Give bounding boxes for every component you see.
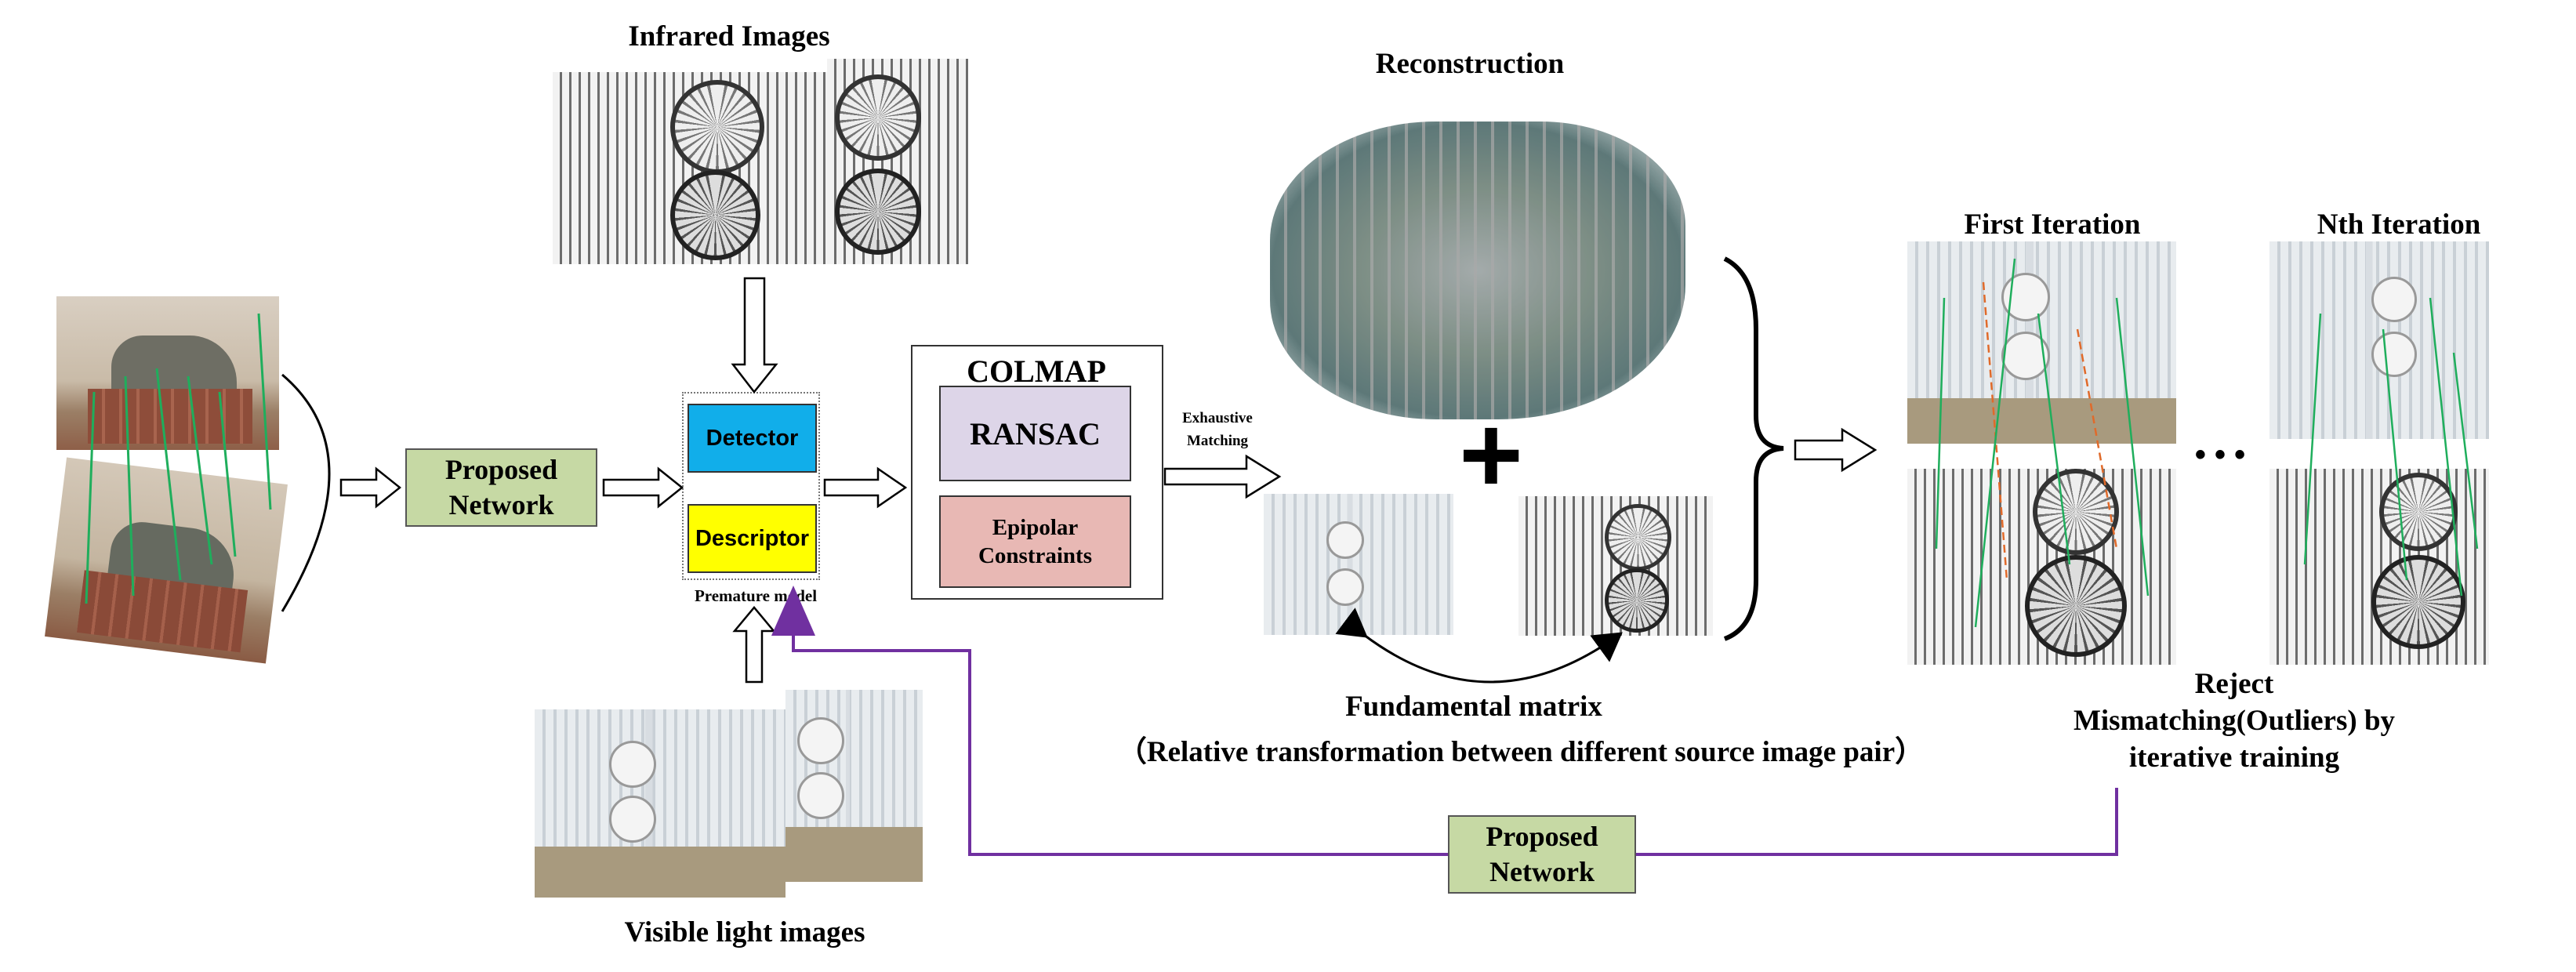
match-line: [218, 391, 237, 557]
match-line: [257, 313, 272, 510]
arrow-exhaustive: [1163, 454, 1282, 499]
terrain: [785, 827, 923, 882]
proposed-network-left-line1: Proposed: [444, 454, 558, 485]
visible-image-2: [785, 690, 923, 882]
infrared-images-label: Infrared Images: [628, 20, 830, 53]
curly-brace: [1723, 256, 1784, 641]
match-line: [155, 368, 182, 581]
thermal-disk: [2033, 469, 2119, 555]
arrow-visible-up: [732, 606, 776, 684]
arrow-infrared-down: [731, 277, 778, 394]
feedback-line-left: [771, 586, 1448, 856]
reject-line2: Mismatching(Outliers) by: [2073, 704, 2396, 737]
match-line: [2452, 352, 2479, 549]
sculpture-bracket: [281, 373, 331, 612]
fundamental-matrix-label: Fundamental matrix: [1345, 691, 1602, 723]
outlier-line: [1982, 281, 2008, 581]
detector-box: Detector: [688, 404, 817, 473]
nth-iteration-infrared: [2269, 469, 2489, 665]
epipolar-line2: Constraints: [978, 543, 1092, 568]
reject-line1: Reject: [2194, 668, 2274, 700]
thermal-disk: [2379, 473, 2458, 551]
match-line: [2037, 313, 2071, 565]
thermal-disk: [835, 74, 921, 161]
first-iteration-label: First Iteration: [1964, 209, 2141, 241]
match-line: [187, 375, 213, 565]
arrow-to-proposed: [339, 466, 402, 509]
infrared-image-2: [827, 59, 968, 264]
reconstruction-point-cloud: [1270, 121, 1685, 419]
nth-iteration-label: Nth Iteration: [2317, 209, 2481, 241]
nth-iteration-visible: [2269, 241, 2489, 439]
terrain: [535, 847, 785, 898]
reconstruction-label: Reconstruction: [1375, 48, 1565, 80]
ellipsis: • • •: [2194, 437, 2246, 472]
proposed-network-bottom-line2: Network: [1489, 856, 1595, 887]
epipolar-line1: Epipolar: [992, 514, 1079, 540]
fundamental-matrix-arc: [1335, 608, 1623, 684]
visible-image-1: [535, 709, 785, 898]
first-iteration-infrared: [1907, 469, 2176, 665]
proposed-network-left: Proposed Network: [405, 448, 597, 527]
match-line: [85, 391, 96, 604]
tank-disk: [797, 717, 844, 764]
descriptor-box: Descriptor: [688, 504, 817, 573]
colmap-title: COLMAP: [967, 354, 1106, 389]
colmap-frame: [911, 345, 1163, 600]
exhaustive-matching-label: Exhaustive Matching: [1182, 408, 1253, 452]
tank-disk: [609, 741, 656, 788]
arrow-to-iterations: [1794, 427, 1878, 473]
ransac-box: RANSAC: [939, 386, 1131, 481]
thermal-disk: [2371, 555, 2465, 649]
sculpture-match-lines: [85, 313, 272, 604]
sculpture-figure: [111, 335, 237, 398]
outlier-line: [2076, 328, 2118, 549]
tank-disk: [2371, 332, 2417, 377]
proposed-network-bottom-line1: Proposed: [1486, 821, 1598, 852]
match-line: [2303, 313, 2322, 565]
arrow-to-premature: [602, 466, 684, 509]
hollow-arrows: [339, 277, 1878, 684]
thermal-disk: [670, 170, 760, 260]
relative-transformation-label: （Relative transformation between differe…: [1117, 736, 1925, 768]
feedback-line-right: [1636, 788, 2118, 856]
epipolar-constraints-box: Epipolar Constraints: [939, 495, 1131, 588]
reject-line3: iterative training: [2128, 741, 2340, 774]
plus-sign: +: [1459, 393, 1523, 516]
tank-disk: [609, 796, 656, 843]
tank-disk: [1326, 521, 1364, 559]
thermal-disk: [2025, 555, 2127, 657]
tank-disk: [2371, 277, 2417, 322]
exhaustive-matching-line2: Matching: [1186, 432, 1249, 449]
tank-disk: [797, 772, 844, 819]
match-line: [1974, 258, 2016, 628]
premature-model-frame: [682, 392, 820, 580]
nth-iteration-match-lines: [2303, 297, 2479, 597]
match-line: [2115, 297, 2150, 597]
proposed-network-left-line2: Network: [448, 489, 554, 520]
exhaustive-matching-line1: Exhaustive: [1182, 410, 1253, 426]
infrared-image-1: [553, 72, 827, 264]
match-line: [1935, 297, 1946, 549]
reject-label: Reject Mismatching(Outliers) by iterativ…: [2073, 666, 2395, 777]
proposed-network-bottom: Proposed Network: [1448, 815, 1636, 894]
arrow-to-colmap: [823, 466, 908, 509]
visible-light-images-label: Visible light images: [624, 916, 865, 948]
match-line: [2382, 328, 2408, 581]
match-line: [2429, 297, 2463, 597]
tank-disk: [1326, 568, 1364, 606]
first-iteration-match-lines: [1935, 258, 2150, 628]
thermal-disk: [835, 169, 921, 255]
match-line: [124, 375, 135, 597]
sculpture-pedestal: [88, 389, 252, 444]
thermal-disk: [670, 80, 764, 174]
